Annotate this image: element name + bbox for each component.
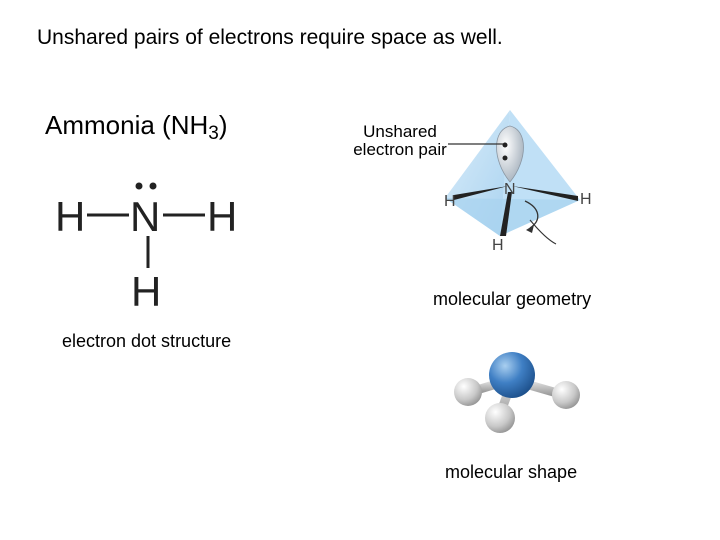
molecular-shape-caption: molecular shape — [445, 462, 578, 482]
electron-dot-caption: electron dot structure — [62, 331, 232, 351]
tetrahedron-face-front — [445, 198, 580, 236]
unshared-pair-label: Unshared electron pair — [353, 122, 447, 159]
lone-pair-dot-lower — [502, 155, 508, 161]
geo-bond-right — [512, 186, 578, 201]
lewis-atom-left-h: H — [55, 193, 85, 240]
lone-pair-lobe — [496, 125, 524, 183]
geo-bond-bottom — [500, 192, 512, 236]
shape-atom-n — [489, 352, 535, 398]
shape-atom-left-h — [454, 378, 482, 406]
bond-angle-arrowhead — [526, 225, 534, 233]
geo-atom-bottom-h: H — [492, 237, 504, 254]
lone-pair-dot-right — [149, 182, 157, 190]
molecular-shape-model — [454, 352, 580, 433]
molecule-subscript: 3 — [208, 123, 219, 144]
molecular-geometry-caption: molecular geometry — [433, 289, 592, 309]
molecule-name: Ammonia (NH3) — [45, 110, 228, 144]
lewis-atom-bottom-h: H — [131, 268, 161, 315]
lewis-atom-center-n: N — [130, 193, 160, 240]
molecular-geometry-diagram: N H H H — [444, 110, 592, 254]
molecule-name-close: ) — [218, 110, 228, 140]
bond-angle-arc — [524, 200, 539, 229]
geo-atom-left-h: H — [444, 193, 456, 210]
angle-pointer-line — [529, 219, 557, 245]
shape-atom-right-h — [552, 381, 580, 409]
geo-atom-right-h: H — [580, 191, 592, 208]
geo-atom-n: N — [504, 181, 516, 198]
lewis-structure: H N H H — [55, 182, 237, 315]
shape-atom-bottom-h — [485, 403, 515, 433]
geo-bond-left — [454, 186, 508, 200]
lone-pair-dot-left — [135, 182, 143, 190]
lewis-atom-right-h: H — [207, 193, 237, 240]
lone-pair-dot-upper — [502, 142, 508, 148]
molecule-name-text: Ammonia (NH — [45, 110, 209, 140]
slide-title: Unshared pairs of electrons require spac… — [37, 26, 503, 49]
